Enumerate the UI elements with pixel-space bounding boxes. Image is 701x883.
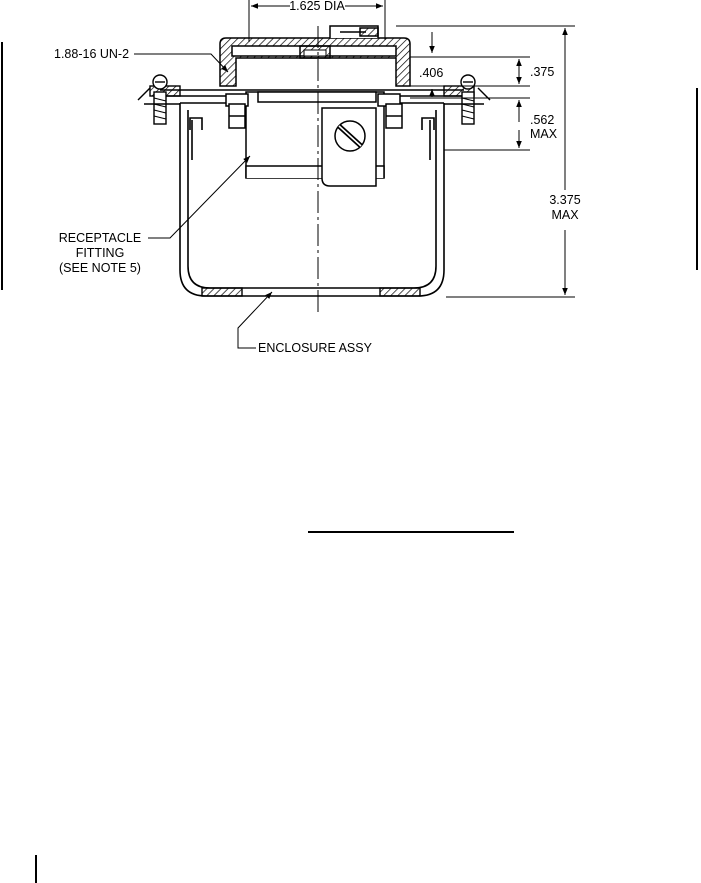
left-flange-screw [137,74,181,125]
enclosure-label: ENCLOSURE ASSY [258,341,373,355]
dimension-562-label: .562 [530,113,554,127]
dimension-375-label: .375 [530,65,554,79]
receptacle-cap [219,25,411,87]
receptacle-fitting [225,91,403,187]
dimension-3375-max-label: MAX [551,208,579,222]
dimension-406-label: .406 [419,66,443,80]
receptacle-leader [148,155,251,239]
right-flange-screw [443,74,491,125]
receptacle-label-line3: (SEE NOTE 5) [59,261,141,275]
dimension-lines-right [396,25,575,298]
dimension-dia-label: 1.625 DIA [289,0,345,13]
page-margin-marks [1,42,698,290]
dimension-3375-label: 3.375 [549,193,580,207]
thread-label: 1.88-16 UN-2 [54,47,129,61]
enclosure-leader [237,291,273,349]
receptacle-label-line1: RECEPTACLE [59,231,141,245]
horizontal-rule [308,531,514,533]
thread-leader [134,53,229,73]
dimension-dia [248,0,386,42]
receptacle-label-line2: FITTING [76,246,125,260]
left-margin-bar [35,855,37,883]
enclosure-bottom-feet [201,287,421,297]
dimension-562-max-label: MAX [530,127,558,141]
